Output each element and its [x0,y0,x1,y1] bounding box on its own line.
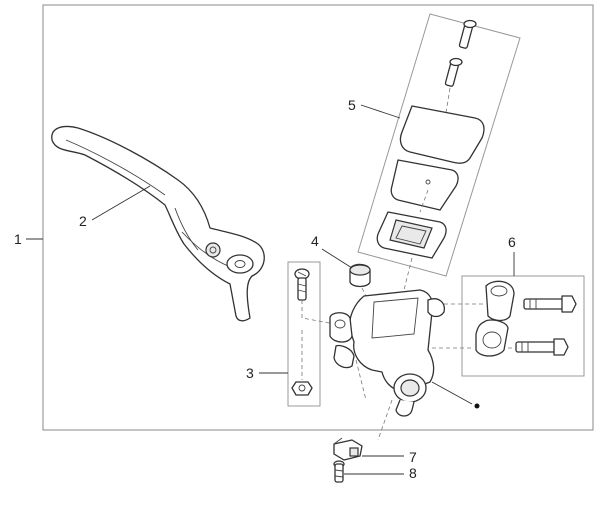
switch-screw [333,460,345,483]
callout-4-leader [321,248,353,269]
screw-nut-kit [287,261,347,407]
handlebar-clamp-kit [432,275,585,377]
callout-3: 3 [246,365,288,381]
callout-8: 8 [344,465,417,481]
callout-1-label: 1 [14,231,22,247]
callout-8-label: 8 [409,465,417,481]
brake-switch [333,437,363,461]
reservoir-cover-kit [357,13,521,277]
assembly-frame [42,4,594,431]
callout-2-label: 2 [79,213,87,229]
callout-4: 4 [311,233,353,269]
callout-7: 7 [362,449,417,465]
callout-5-leader [360,104,401,119]
callout-6-label: 6 [508,234,516,250]
master-cylinder-body [329,257,445,441]
callout-2: 2 [79,185,151,229]
reference-dot [474,403,480,409]
callout-4-label: 4 [311,233,319,249]
callout-2-leader [91,185,151,221]
brake-lever [51,125,265,322]
callout-5-label: 5 [348,97,356,113]
callout-5: 5 [348,97,401,119]
callout-3-label: 3 [246,365,254,381]
reservoir-plug [349,263,371,301]
callout-7-label: 7 [409,449,417,465]
callout-6: 6 [508,234,516,276]
callout-1: 1 [14,231,43,247]
